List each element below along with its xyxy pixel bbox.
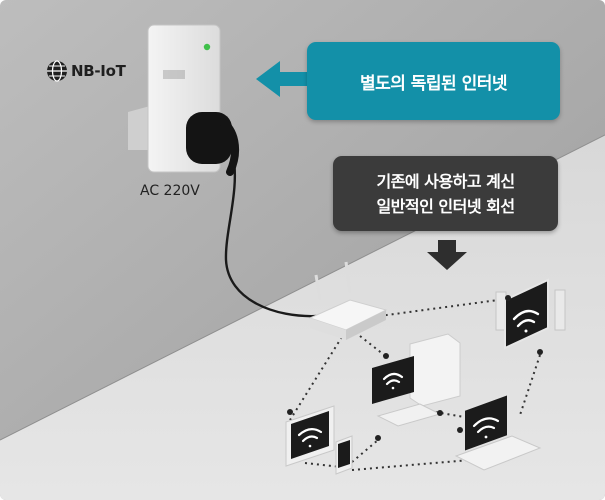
desktop-computer [372, 333, 461, 427]
node-dot [505, 295, 511, 301]
down-arrow-icon [427, 240, 467, 270]
existing-internet-line1: 기존에 사용하고 계신 [376, 171, 515, 191]
smart-plug [128, 24, 240, 176]
power-cable [224, 154, 319, 318]
laptop [454, 392, 542, 471]
nb-iot-logo-text: NB-IoT [71, 62, 126, 80]
smartphone [335, 435, 381, 475]
wifi-icon [297, 428, 323, 448]
node-dot [457, 427, 463, 433]
wifi-icon [512, 309, 540, 333]
existing-internet-callout: 기존에 사용하고 계신 일반적인 인터넷 회선 [333, 156, 558, 231]
antenna [344, 261, 352, 294]
wifi-icon [382, 372, 404, 390]
node-dot [383, 353, 389, 359]
wifi-icon [472, 417, 500, 439]
plug-prong-base [128, 106, 150, 150]
nb-iot-logo: NB-IoT [46, 60, 126, 82]
separate-internet-callout: 별도의 독립된 인터넷 [307, 42, 560, 120]
voltage-label: AC 220V [140, 183, 200, 199]
left-arrow-icon [256, 61, 312, 97]
plug-cord-head [218, 118, 240, 176]
globe-icon [47, 60, 67, 82]
separate-internet-text: 별도의 독립된 인터넷 [359, 73, 508, 94]
antenna [314, 274, 322, 301]
tablet [285, 405, 335, 467]
node-dot [375, 435, 381, 441]
status-led [203, 43, 211, 51]
brand-mark [163, 70, 185, 79]
node-dot [437, 410, 443, 416]
node-dot [287, 409, 293, 415]
smart-tv [495, 278, 566, 355]
existing-internet-line2: 일반적인 인터넷 회선 [376, 196, 515, 216]
node-dot [537, 349, 543, 355]
router [308, 261, 388, 340]
